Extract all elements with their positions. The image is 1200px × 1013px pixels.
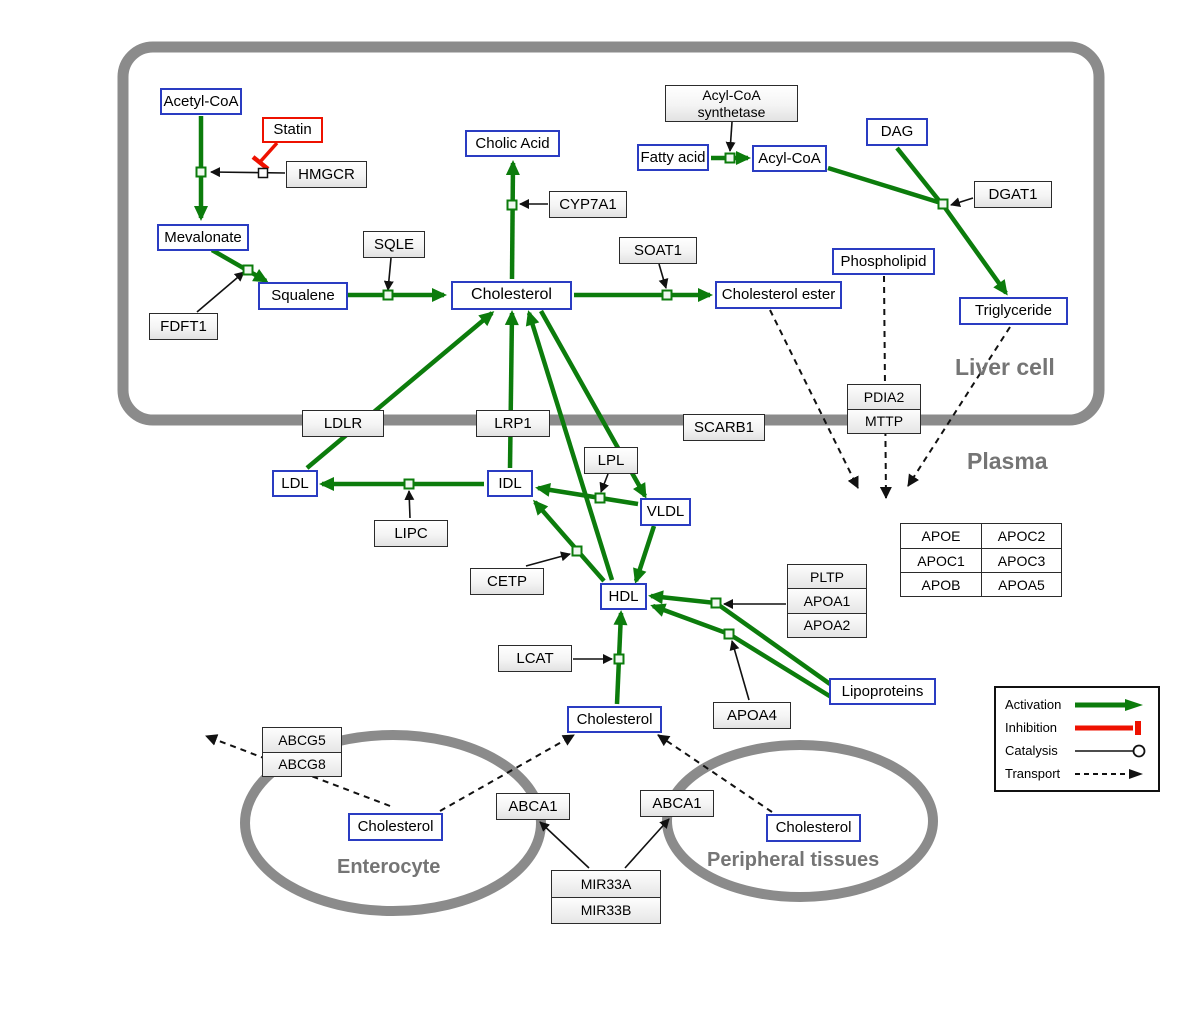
node-cholesterol-ester[interactable]: Cholesterol ester xyxy=(715,281,842,309)
node-scarb1[interactable]: SCARB1 xyxy=(683,414,765,441)
node-mevalonate[interactable]: Mevalonate xyxy=(157,224,249,251)
stack-pltp-apoa1-apoa2: PLTP APOA1 APOA2 xyxy=(787,564,867,638)
node-cholesterol-enterocyte[interactable]: Cholesterol xyxy=(348,813,443,841)
catalysis-circle-icon xyxy=(1075,744,1146,757)
node-pdia2[interactable]: PDIA2 xyxy=(848,385,920,409)
node-apoa4[interactable]: APOA4 xyxy=(713,702,791,729)
plasma-label: Plasma xyxy=(967,448,1048,474)
peripheral-tissues-label: Peripheral tissues xyxy=(707,849,880,871)
node-statin[interactable]: Statin xyxy=(262,117,323,143)
catalysis-edges xyxy=(196,121,974,869)
node-squalene[interactable]: Squalene xyxy=(258,282,348,310)
reaction-squares xyxy=(195,152,949,665)
node-abcg5[interactable]: ABCG5 xyxy=(263,728,341,752)
node-fdft1[interactable]: FDFT1 xyxy=(149,313,218,340)
stack-abcg5-abcg8: ABCG5 ABCG8 xyxy=(262,727,342,777)
node-cholesterol-peripheral[interactable]: Cholesterol xyxy=(766,814,861,842)
acyl-coa-synthetase-line1: Acyl-CoA xyxy=(702,87,761,104)
apolipoprotein-table: APOE APOC2 APOC1 APOC3 APOB APOA5 xyxy=(900,523,1062,597)
catalysis-junction-square xyxy=(257,167,269,179)
transport-dashed-arrow-icon xyxy=(1075,768,1143,779)
node-cholic-acid[interactable]: Cholic Acid xyxy=(465,130,560,157)
node-pltp[interactable]: PLTP xyxy=(788,565,866,589)
node-apoa2[interactable]: APOA2 xyxy=(788,612,866,637)
liver-cell-label: Liver cell xyxy=(955,354,1055,380)
legend-row-activation: Activation xyxy=(1005,697,1149,713)
node-lipoproteins[interactable]: Lipoproteins xyxy=(829,678,936,705)
node-apoe[interactable]: APOE xyxy=(921,528,961,544)
node-mttp[interactable]: MTTP xyxy=(848,408,920,433)
node-acyl-coa-synthetase[interactable]: Acyl-CoA synthetase xyxy=(665,85,798,122)
node-apob[interactable]: APOB xyxy=(901,572,981,596)
inhibition-tbar-icon xyxy=(1075,720,1141,735)
node-apoa1[interactable]: APOA1 xyxy=(788,588,866,613)
node-mir33b[interactable]: MIR33B xyxy=(552,896,660,923)
node-dgat1[interactable]: DGAT1 xyxy=(974,181,1052,208)
node-vldl[interactable]: VLDL xyxy=(640,498,691,526)
node-apoc1[interactable]: APOC1 xyxy=(901,548,981,572)
node-abca1-enterocyte[interactable]: ABCA1 xyxy=(496,793,570,820)
legend-transport-label: Transport xyxy=(1005,766,1061,781)
legend-activation-label: Activation xyxy=(1005,697,1062,712)
node-ldl[interactable]: LDL xyxy=(272,470,318,497)
node-phospholipid[interactable]: Phospholipid xyxy=(832,248,935,275)
compartment-shapes xyxy=(117,41,1105,916)
legend-row-inhibition: Inhibition xyxy=(1005,720,1149,736)
node-apoa5[interactable]: APOA5 xyxy=(981,572,1061,596)
node-soat1[interactable]: SOAT1 xyxy=(619,237,697,264)
liver-cell-membrane xyxy=(117,41,1105,426)
node-lpl[interactable]: LPL xyxy=(584,447,638,474)
node-hmgcr[interactable]: HMGCR xyxy=(286,161,367,188)
node-abcg8[interactable]: ABCG8 xyxy=(263,751,341,776)
node-acetyl-coa[interactable]: Acetyl-CoA xyxy=(160,88,242,115)
node-lcat[interactable]: LCAT xyxy=(498,645,572,672)
node-triglyceride[interactable]: Triglyceride xyxy=(959,297,1068,325)
node-mir33a[interactable]: MIR33A xyxy=(552,871,660,897)
node-dag[interactable]: DAG xyxy=(866,118,928,146)
node-cholesterol-liver[interactable]: Cholesterol xyxy=(451,281,572,310)
legend-row-catalysis: Catalysis xyxy=(1005,743,1149,759)
node-apoc2[interactable]: APOC2 xyxy=(981,524,1061,548)
node-apoc3[interactable]: APOC3 xyxy=(981,548,1061,572)
activation-arrow-icon xyxy=(1075,698,1143,711)
node-sqle[interactable]: SQLE xyxy=(363,231,425,258)
legend: Activation Inhibition Catalysis Transpor… xyxy=(994,686,1160,792)
node-lrp1[interactable]: LRP1 xyxy=(476,410,550,437)
node-cetp[interactable]: CETP xyxy=(470,568,544,595)
node-cyp7a1[interactable]: CYP7A1 xyxy=(549,191,627,218)
node-lipc[interactable]: LIPC xyxy=(374,520,448,547)
legend-catalysis-label: Catalysis xyxy=(1005,743,1058,758)
acyl-coa-synthetase-line2: synthetase xyxy=(697,103,766,120)
node-ldlr[interactable]: LDLR xyxy=(302,410,384,437)
legend-row-transport: Transport xyxy=(1005,766,1149,782)
node-idl[interactable]: IDL xyxy=(487,470,533,497)
node-abca1-peripheral[interactable]: ABCA1 xyxy=(640,790,714,817)
node-fatty-acid[interactable]: Fatty acid xyxy=(637,144,709,171)
stack-mir33: MIR33A MIR33B xyxy=(551,870,661,924)
stack-pdia2-mttp: PDIA2 MTTP xyxy=(847,384,921,434)
enterocyte-label: Enterocyte xyxy=(337,856,441,878)
legend-inhibition-label: Inhibition xyxy=(1005,720,1058,735)
node-acyl-coa[interactable]: Acyl-CoA xyxy=(752,145,827,172)
node-hdl[interactable]: HDL xyxy=(600,583,647,610)
inhibition-edge xyxy=(251,141,279,171)
node-cholesterol-plasma[interactable]: Cholesterol xyxy=(567,706,662,733)
